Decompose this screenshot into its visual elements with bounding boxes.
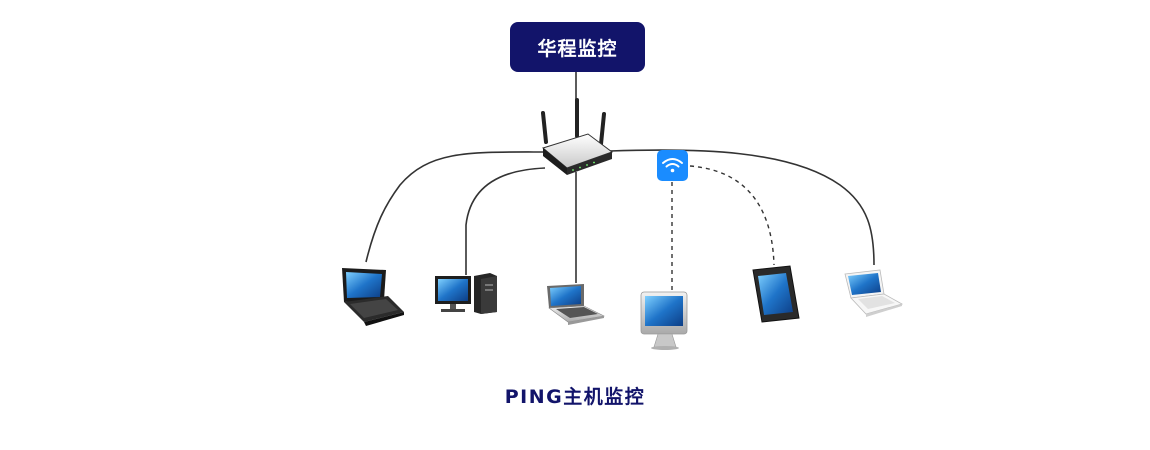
connection-lines: [365, 72, 875, 283]
all-in-one-computer-icon: [640, 291, 688, 350]
wireless-links: [671, 165, 775, 290]
link-white-laptop: [609, 149, 875, 266]
diagram-caption: PING主机监控: [504, 385, 646, 408]
white-laptop-icon: [844, 269, 904, 317]
wireless-link-tablet: [689, 165, 775, 266]
laptop-icon: [547, 284, 605, 325]
tablet-icon: [752, 265, 800, 323]
header-title: 华程监控: [510, 22, 645, 72]
link-desktop: [465, 167, 546, 275]
router-icon: [541, 98, 614, 175]
desktop-computer-icon: [435, 273, 497, 314]
link-convertible-laptop: [365, 151, 546, 263]
convertible-laptop-icon: [342, 268, 404, 326]
wifi-icon: [657, 150, 688, 181]
